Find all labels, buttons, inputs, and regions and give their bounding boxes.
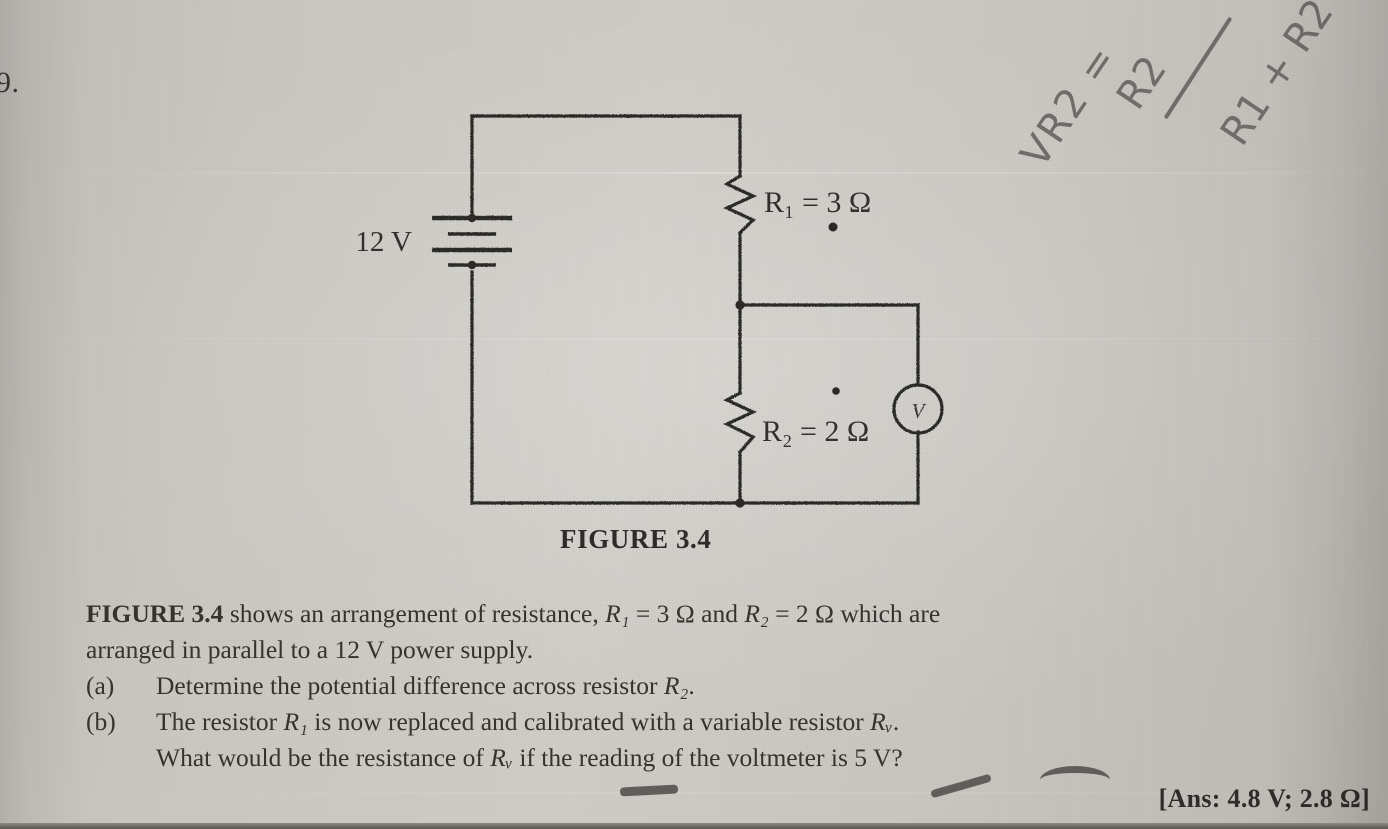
pencil-mark xyxy=(619,784,679,797)
figure-caption: FIGURE 3.4 xyxy=(560,524,712,554)
battery-terminal-dot xyxy=(467,260,477,270)
intro-rest: shows an arrangement of resistance, xyxy=(223,599,606,628)
figure-ref-bold: FIGURE 3.4 xyxy=(86,599,224,628)
voltage-source-label: 12 V xyxy=(355,226,412,258)
pencil-underline-5v xyxy=(1040,766,1110,780)
question-number: 9. xyxy=(0,66,20,99)
part-b-label: (b) xyxy=(86,707,116,736)
part-b-text-pre: The resistor xyxy=(156,707,284,736)
print-speck xyxy=(828,222,838,232)
part-b-line2-pre: What would be the resistance of xyxy=(156,743,491,772)
intro-r1-symbol: R₁ xyxy=(605,599,630,628)
print-speck xyxy=(832,387,840,395)
intro-r2-symbol: R₂ xyxy=(744,599,769,628)
part-b-line2-symbol: Rᵥ xyxy=(490,743,513,772)
resistor-r2-symbol xyxy=(723,390,757,455)
intro-eq1: = 3 Ω and xyxy=(629,599,745,628)
part-a-symbol: R₂ xyxy=(663,671,689,700)
resistor-r1-label: R₁ = 3 Ω xyxy=(764,186,871,219)
node-dot-lower xyxy=(735,498,745,508)
voltmeter-label: V xyxy=(912,399,927,423)
intro-eq2: = 2 Ω which are xyxy=(768,599,941,628)
voltmeter-symbol: V xyxy=(892,383,944,435)
problem-part-b-line-2: What would be the resistance of Rᵥ if th… xyxy=(86,740,1206,776)
battery-terminal-dot xyxy=(467,213,477,223)
problem-intro-line-1: FIGURE 3.4 shows an arrangement of resis… xyxy=(86,596,1206,632)
part-a-text: Determine the potential difference acros… xyxy=(156,671,664,700)
node-dot-upper xyxy=(735,300,745,310)
part-b-line2-post: if the reading of the voltmeter is 5 V? xyxy=(512,743,903,772)
answer-key: [Ans: 4.8 V; 2.8 Ω] xyxy=(1158,784,1370,813)
resistor-r1-symbol xyxy=(723,173,757,236)
pencil-mark xyxy=(930,773,992,799)
part-b-symbol-r1: R₁ xyxy=(283,707,308,736)
circuit-diagram: V 12 V R₁ = 3 Ω R₂ = 2 Ω xyxy=(355,114,944,508)
part-b-symbol-rv: Rᵥ xyxy=(870,707,893,736)
problem-part-a: (a) Determine the potential difference ac… xyxy=(86,668,1206,704)
page-bottom-edge xyxy=(0,823,1388,829)
part-b-period: . xyxy=(892,707,900,736)
battery-symbol xyxy=(432,215,512,267)
part-a-label: (a) xyxy=(86,671,115,700)
part-a-period: . xyxy=(688,671,695,700)
problem-intro-line-2: arranged in parallel to a 12 V power sup… xyxy=(86,635,534,664)
resistor-r2-label: R₂ = 2 Ω xyxy=(762,415,869,448)
problem-text: FIGURE 3.4 shows an arrangement of resis… xyxy=(86,596,1206,776)
problem-part-b: (b) The resistor R₁ is now replaced and c… xyxy=(86,704,1206,740)
part-b-text-mid: is now replaced and calibrated with a va… xyxy=(307,707,871,736)
